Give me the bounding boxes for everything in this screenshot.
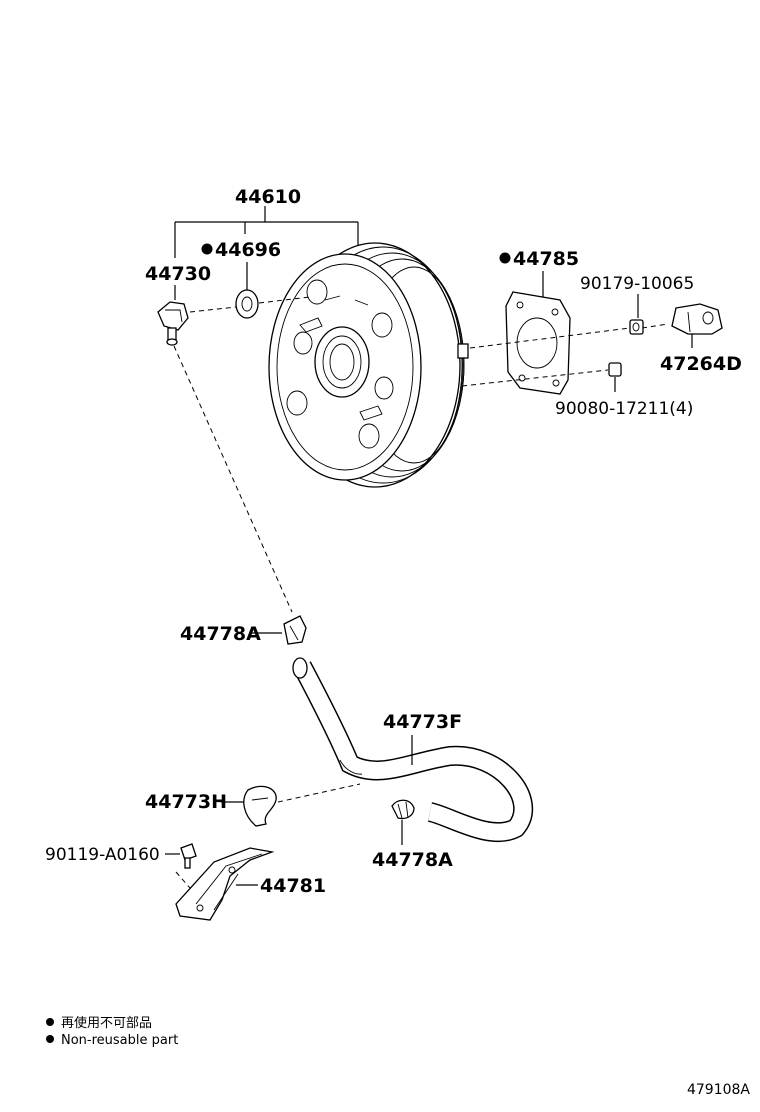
leader-44610 [174,206,359,258]
non-reusable-marker-44696 [201,243,213,255]
label-44730: 44730 [145,263,211,285]
bracket-icon[interactable] [175,847,275,921]
label-47264D: 47264D [660,353,742,375]
legend-marker-en [46,1035,54,1043]
gasket-icon[interactable] [505,291,571,395]
nut-icon[interactable] [629,319,644,335]
bolt-icon[interactable] [180,843,197,869]
clamp-icon[interactable] [283,615,307,645]
vacuum-hose-icon[interactable] [292,657,534,843]
dash-bolt-bracket [175,871,191,889]
label-90119-A0160: 90119-A0160 [45,845,160,865]
legend-marker-jp [46,1018,54,1026]
label-44778A-top: 44778A [180,623,261,645]
nut-small-icon[interactable] [608,362,622,377]
label-44785: 44785 [513,248,579,270]
legend-non-reusable-jp: 再使用不可部品 [61,1015,152,1031]
non-reusable-marker-44785 [499,252,511,264]
dash-nut-clevis [641,323,669,329]
legend-non-reusable-en: Non-reusable part [61,1033,178,1048]
clip-icon[interactable] [243,785,277,827]
dash-valve-clamp [173,345,293,613]
label-90080-17211: 90080-17211(4) [555,399,693,419]
dash-clip-hose [277,783,361,803]
label-44781: 44781 [260,875,326,897]
clevis-icon[interactable] [671,303,723,335]
label-44773F: 44773F [383,711,462,733]
dash-valve-grommet [189,306,237,313]
grommet-icon[interactable] [235,289,259,319]
clamp-lower-icon[interactable] [391,799,415,820]
brake-booster-icon[interactable] [268,242,469,488]
label-44778A-bottom: 44778A [372,849,453,871]
label-44773H: 44773H [145,791,227,813]
figure-id: 479108A [687,1082,750,1098]
label-90179-10065: 90179-10065 [580,274,694,294]
label-44610: 44610 [235,186,301,208]
label-44696: 44696 [215,239,281,261]
check-valve-icon[interactable] [157,301,189,346]
dash-stud-nut2 [461,369,609,387]
